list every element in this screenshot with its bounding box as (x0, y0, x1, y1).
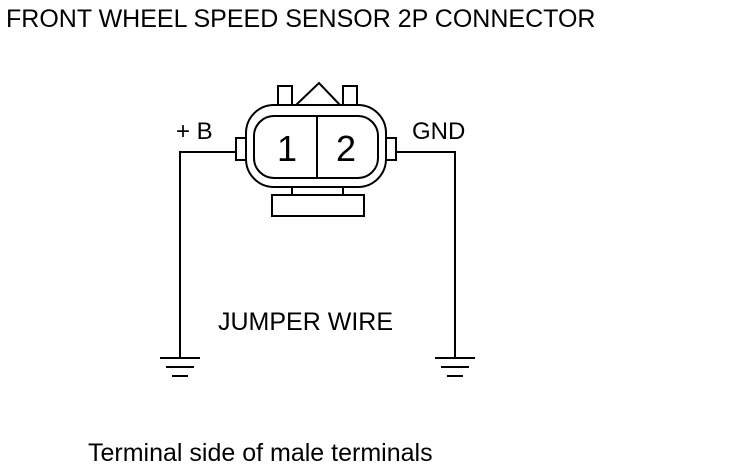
diagram-title: FRONT WHEEL SPEED SENSOR 2P CONNECTOR (6, 5, 595, 33)
view-caption: Terminal side of male terminals (88, 439, 433, 467)
connector-left-tab (235, 137, 246, 161)
wire-left (179, 151, 236, 358)
ground-symbol-right (435, 357, 475, 377)
jumper-wire-label: JUMPER WIRE (218, 308, 393, 336)
connector-housing (245, 104, 387, 188)
connector-2p (235, 81, 397, 217)
wire-right (396, 151, 456, 358)
terminal-1-label: + B (176, 118, 213, 145)
connector-right-tab (386, 137, 397, 161)
terminal-2-label: GND (412, 118, 465, 145)
terminal-2-number: 2 (336, 128, 356, 169)
connector-latch (277, 85, 293, 105)
connector-bottom-lock (271, 187, 365, 217)
ground-symbol-left (160, 357, 200, 377)
terminal-1-number: 1 (277, 128, 297, 169)
